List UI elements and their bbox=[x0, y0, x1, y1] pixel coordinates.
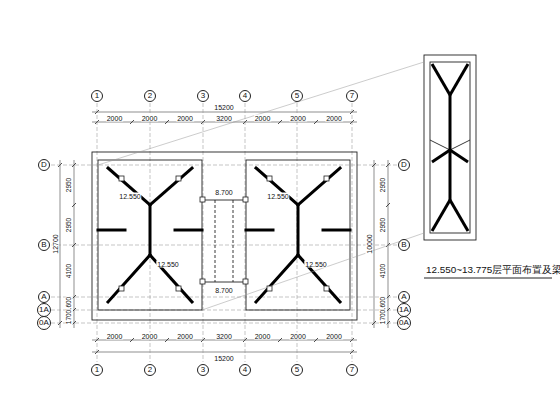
dimension: 2000 bbox=[106, 115, 124, 122]
dimension: 2000 bbox=[141, 333, 159, 340]
axis-label: 0A bbox=[39, 319, 49, 327]
axis-label: B bbox=[401, 241, 406, 249]
grid-axis-bubble: 1A bbox=[397, 303, 411, 317]
grid-axis-bubble: 1 bbox=[91, 90, 103, 102]
dimension: 2950 bbox=[380, 177, 387, 193]
dimension: 15200 bbox=[213, 355, 234, 362]
axis-label: 4 bbox=[243, 92, 247, 100]
dimension: 4100 bbox=[380, 263, 387, 279]
axis-label: 5 bbox=[295, 92, 299, 100]
elevation: 12.550 bbox=[156, 261, 179, 268]
dimension: 3200 bbox=[215, 333, 233, 340]
dimension: 2000 bbox=[176, 115, 194, 122]
elevation: 8.700 bbox=[214, 287, 234, 294]
dimension: 2950 bbox=[66, 177, 73, 193]
elevation: 12.550 bbox=[304, 261, 327, 268]
axis-label: 1A bbox=[399, 306, 409, 314]
grid-axis-bubble: 4 bbox=[239, 364, 251, 376]
grid-axis-bubble: 7 bbox=[346, 90, 358, 102]
dimension: 4100 bbox=[66, 263, 73, 279]
dimension: 3200 bbox=[215, 115, 233, 122]
dimension: 2000 bbox=[289, 115, 307, 122]
grid-axis-bubble: 3 bbox=[197, 90, 209, 102]
axis-label: A bbox=[41, 293, 46, 301]
dimension: 2000 bbox=[325, 333, 343, 340]
axis-label: 3 bbox=[201, 366, 205, 374]
grid-axis-bubble: A bbox=[398, 291, 410, 303]
axis-label: 5 bbox=[295, 366, 299, 374]
elevation: 8.700 bbox=[214, 189, 234, 196]
axis-label: 2 bbox=[148, 366, 152, 374]
grid-axis-bubble: D bbox=[38, 159, 50, 171]
grid-axis-bubble: 0A bbox=[37, 316, 51, 330]
grid-axis-bubble: 5 bbox=[291, 90, 303, 102]
axis-label: 1 bbox=[95, 366, 99, 374]
axis-label: 4 bbox=[243, 366, 247, 374]
dimension: 2000 bbox=[289, 333, 307, 340]
dimension: 2000 bbox=[106, 333, 124, 340]
axis-label: 1A bbox=[39, 306, 49, 314]
elevation: 12.550 bbox=[266, 193, 289, 200]
dimension: 2000 bbox=[254, 333, 272, 340]
grid-axis-bubble: 1A bbox=[37, 303, 51, 317]
dimension: 10000 bbox=[366, 233, 373, 254]
drawing-caption: 12.550~13.775层平面布置及梁配筋图 bbox=[426, 263, 560, 277]
grid-axis-bubble: 4 bbox=[239, 90, 251, 102]
dimension: 2950 bbox=[380, 217, 387, 233]
grid-axis-bubble: 3 bbox=[197, 364, 209, 376]
axis-label: 3 bbox=[201, 92, 205, 100]
dimension: 15200 bbox=[213, 104, 234, 111]
dimension: 2000 bbox=[141, 115, 159, 122]
dimension: 1700 bbox=[380, 308, 387, 324]
grid-axis-bubble: 7 bbox=[346, 364, 358, 376]
axis-label: B bbox=[41, 241, 46, 249]
elevation: 12.550 bbox=[118, 193, 141, 200]
grid-axis-bubble: 1 bbox=[91, 364, 103, 376]
dimension: 2950 bbox=[66, 217, 73, 233]
grid-axis-bubble: D bbox=[398, 159, 410, 171]
grid-axis-bubble: 2 bbox=[144, 90, 156, 102]
axis-label: A bbox=[401, 293, 406, 301]
axis-label: 2 bbox=[148, 92, 152, 100]
dimension: 2000 bbox=[254, 115, 272, 122]
dimension: 2000 bbox=[176, 333, 194, 340]
grid-axis-bubble: 0A bbox=[397, 316, 411, 330]
axis-label: 7 bbox=[350, 92, 354, 100]
grid-axis-bubble: B bbox=[398, 239, 410, 251]
axis-label: 0A bbox=[399, 319, 409, 327]
axis-label: 7 bbox=[350, 366, 354, 374]
axis-label: 1 bbox=[95, 92, 99, 100]
axis-label: D bbox=[401, 161, 407, 169]
dimension: 12700 bbox=[52, 233, 59, 254]
grid-axis-bubble: A bbox=[38, 291, 50, 303]
grid-axis-bubble: 5 bbox=[291, 364, 303, 376]
dimension: 2000 bbox=[325, 115, 343, 122]
axis-label: D bbox=[41, 161, 47, 169]
dimension: 1700 bbox=[66, 308, 73, 324]
grid-axis-bubble: B bbox=[38, 239, 50, 251]
grid-axis-bubble: 2 bbox=[144, 364, 156, 376]
